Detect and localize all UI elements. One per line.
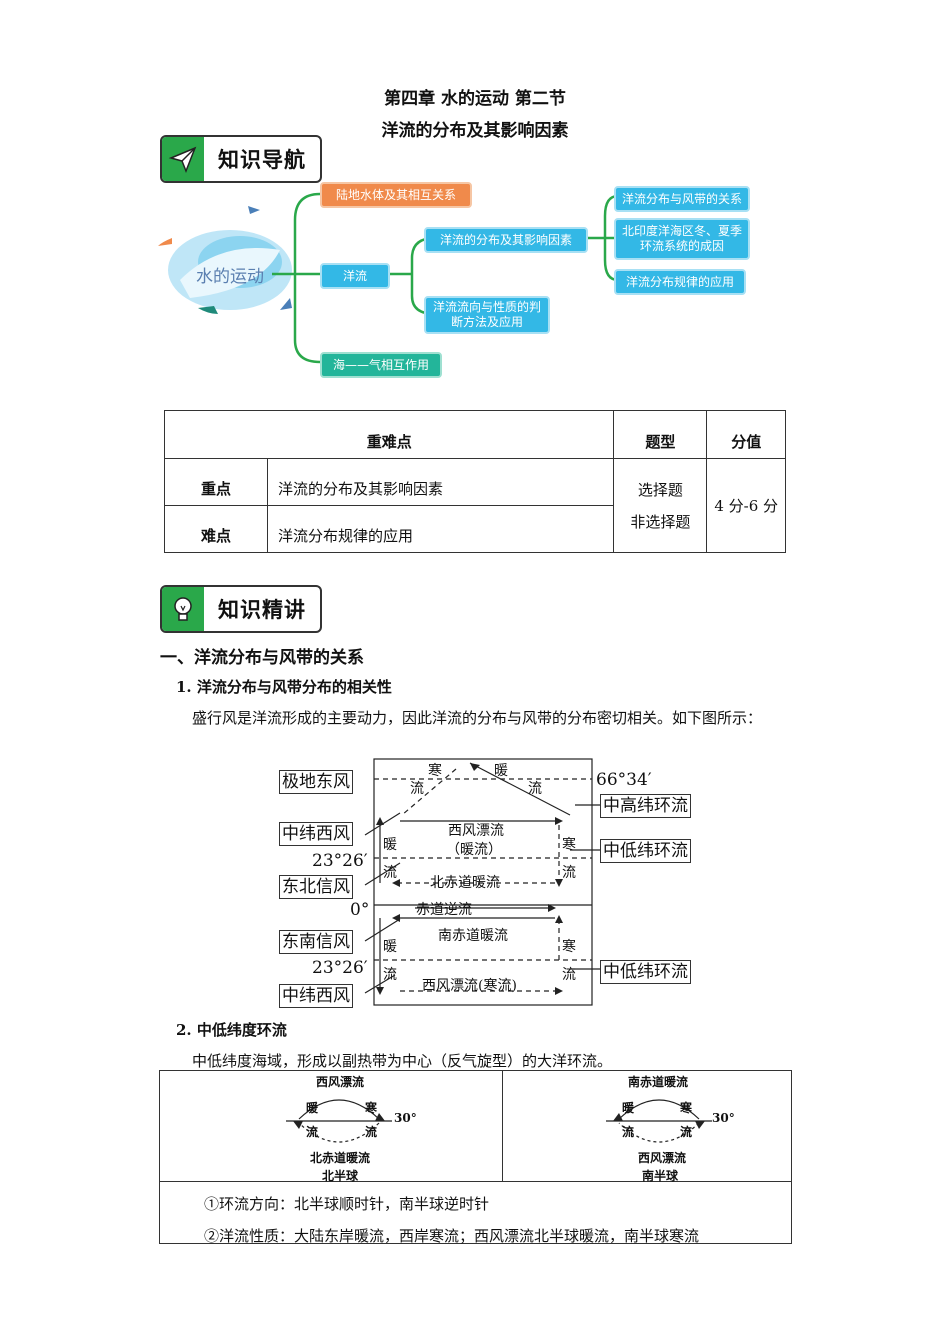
label-cold-top: 寒 <box>428 763 442 779</box>
branch-land-water: 陆地水体及其相互关系 <box>320 182 472 208</box>
wind-label-se-trade: 东南信风 <box>279 930 353 954</box>
leaf-application: 洋流分布规律的应用 <box>614 269 746 295</box>
south-left2: 流 <box>622 1125 635 1139</box>
water-splash-icon <box>158 206 292 314</box>
lat-0: 0° <box>350 900 370 920</box>
row-difficult-type: 难点 <box>164 505 268 553</box>
branch-ocean-current: 洋流 <box>320 263 390 289</box>
north-left1: 暖 <box>306 1101 319 1115</box>
label-westerly-n: 西风漂流 <box>448 823 504 839</box>
leaf-wind-belt: 洋流分布与风带的关系 <box>614 186 750 212</box>
lat-23-s: 23°26′ <box>312 958 368 978</box>
north-top: 西风漂流 <box>316 1075 365 1089</box>
label-westerly-n2: （暖流） <box>446 842 502 858</box>
section-title: 洋流的分布及其影响因素 <box>381 121 569 141</box>
row-key-content: 洋流的分布及其影响因素 <box>266 458 615 506</box>
note-nature: ②洋流性质：大陆东岸暖流，西岸寒流；西风漂流北半球暖流，南半球寒流 <box>204 1227 700 1245</box>
label-warm-top: 暖 <box>494 763 508 779</box>
subsection-heading-1: 1. 洋流分布与风带分布的相关性 <box>176 678 392 696</box>
label-westerly-s: 西风漂流(寒流) <box>422 978 517 994</box>
knowledge-lecture-badge: 知识精讲 <box>160 585 322 633</box>
north-hemisphere: 北半球 <box>322 1169 359 1183</box>
row-key-type: 重点 <box>164 458 268 506</box>
mindmap-root: 水的运动 <box>196 267 264 287</box>
gyre-paragraph: 中低纬度海域，形成以副热带为中心（反气旋型）的大洋环流。 <box>192 1052 613 1070</box>
label-counter: 赤道逆流 <box>416 902 472 918</box>
section-heading: 一、洋流分布与风带的关系 <box>160 648 364 668</box>
gyre-label-mid-high: 中高纬环流 <box>600 794 691 818</box>
currents-wind-figure <box>364 758 600 1006</box>
header-key: 重难点 <box>163 410 615 459</box>
badge-label: 知识精讲 <box>218 598 306 622</box>
wind-label-ne-trade: 东北信风 <box>279 875 353 899</box>
north-gyre-diagram <box>286 1099 392 1143</box>
label-left-flow-s: 流 <box>383 967 397 983</box>
header-type: 题型 <box>613 410 708 459</box>
gyre-label-mid-low-s: 中低纬环流 <box>600 960 691 984</box>
lightbulb-icon <box>162 587 204 631</box>
key-points-table: 重难点 题型 分值 重点 洋流的分布及其影响因素 选择题 非选择题 4 分-6 … <box>163 410 786 553</box>
wind-label-polar-east: 极地东风 <box>279 770 353 794</box>
label-left-flow-n: 流 <box>383 865 397 881</box>
label-warm-top2: 流 <box>528 781 542 797</box>
label-right-cold-s: 寒 <box>562 939 576 955</box>
south-bottom: 西风漂流 <box>638 1151 687 1165</box>
score-value: 4 分-6 分 <box>706 458 786 553</box>
wind-label-westerly-s: 中纬西风 <box>279 984 353 1008</box>
south-gyre-diagram <box>606 1099 712 1143</box>
label-right-cold-n: 寒 <box>562 837 576 853</box>
knowledge-nav-badge: 知识导航 <box>160 135 322 183</box>
question-type-essay: 非选择题 <box>630 512 691 531</box>
note-direction: ①环流方向：北半球顺时针，南半球逆时针 <box>204 1195 490 1213</box>
label-right-flow-s: 流 <box>562 967 576 983</box>
leaf-north-indian: 北印度洋海区冬、夏季环流系统的成因 <box>614 218 750 260</box>
south-right1: 寒 <box>680 1101 693 1115</box>
north-lat: 30° <box>394 1111 417 1125</box>
row-difficult-content: 洋流分布规律的应用 <box>266 505 615 553</box>
paper-plane-icon <box>162 137 204 181</box>
north-right2: 流 <box>365 1125 378 1139</box>
sub-distribution: 洋流的分布及其影响因素 <box>424 227 588 253</box>
south-lat: 30° <box>712 1111 735 1125</box>
south-hemisphere: 南半球 <box>642 1169 679 1183</box>
badge-label: 知识导航 <box>218 148 306 172</box>
gyre-table: 西风漂流 暖 流 寒 流 30° 北赤道暖流 北半球 南赤道暖流 暖 流 寒 流… <box>159 1070 792 1245</box>
label-left-warm-n: 暖 <box>383 837 397 853</box>
chapter-title: 第四章 水的运动 第二节 <box>384 89 566 109</box>
label-n-equatorial: 北赤道暖流 <box>430 875 500 891</box>
mindmap-connectors <box>158 192 619 364</box>
south-right2: 流 <box>680 1125 693 1139</box>
label-left-warm-s: 暖 <box>383 939 397 955</box>
sub-judgment: 洋流流向与性质的判断方法及应用 <box>424 296 550 334</box>
subsection-heading-2: 2. 中低纬度环流 <box>176 1021 287 1039</box>
south-left1: 暖 <box>622 1101 635 1115</box>
south-top: 南赤道暖流 <box>628 1075 689 1089</box>
label-s-equatorial: 南赤道暖流 <box>438 928 508 944</box>
question-type-choice: 选择题 <box>637 480 683 499</box>
north-right1: 寒 <box>365 1101 378 1115</box>
gyre-label-mid-low-n: 中低纬环流 <box>600 839 691 863</box>
wind-label-westerly-n: 中纬西风 <box>279 822 353 846</box>
label-cold-top2: 流 <box>410 781 424 797</box>
intro-paragraph: 盛行风是洋流形成的主要动力，因此洋流的分布与风带的分布密切相关。如下图所示： <box>192 709 763 727</box>
question-types: 选择题 非选择题 <box>613 458 708 553</box>
north-bottom: 北赤道暖流 <box>310 1151 371 1165</box>
north-left2: 流 <box>306 1125 319 1139</box>
header-score: 分值 <box>706 410 786 459</box>
lat-66: 66°34′ <box>596 770 652 790</box>
branch-sea-air: 海——气相互作用 <box>320 352 442 378</box>
lat-23-n: 23°26′ <box>312 851 368 871</box>
label-right-flow-n: 流 <box>562 865 576 881</box>
